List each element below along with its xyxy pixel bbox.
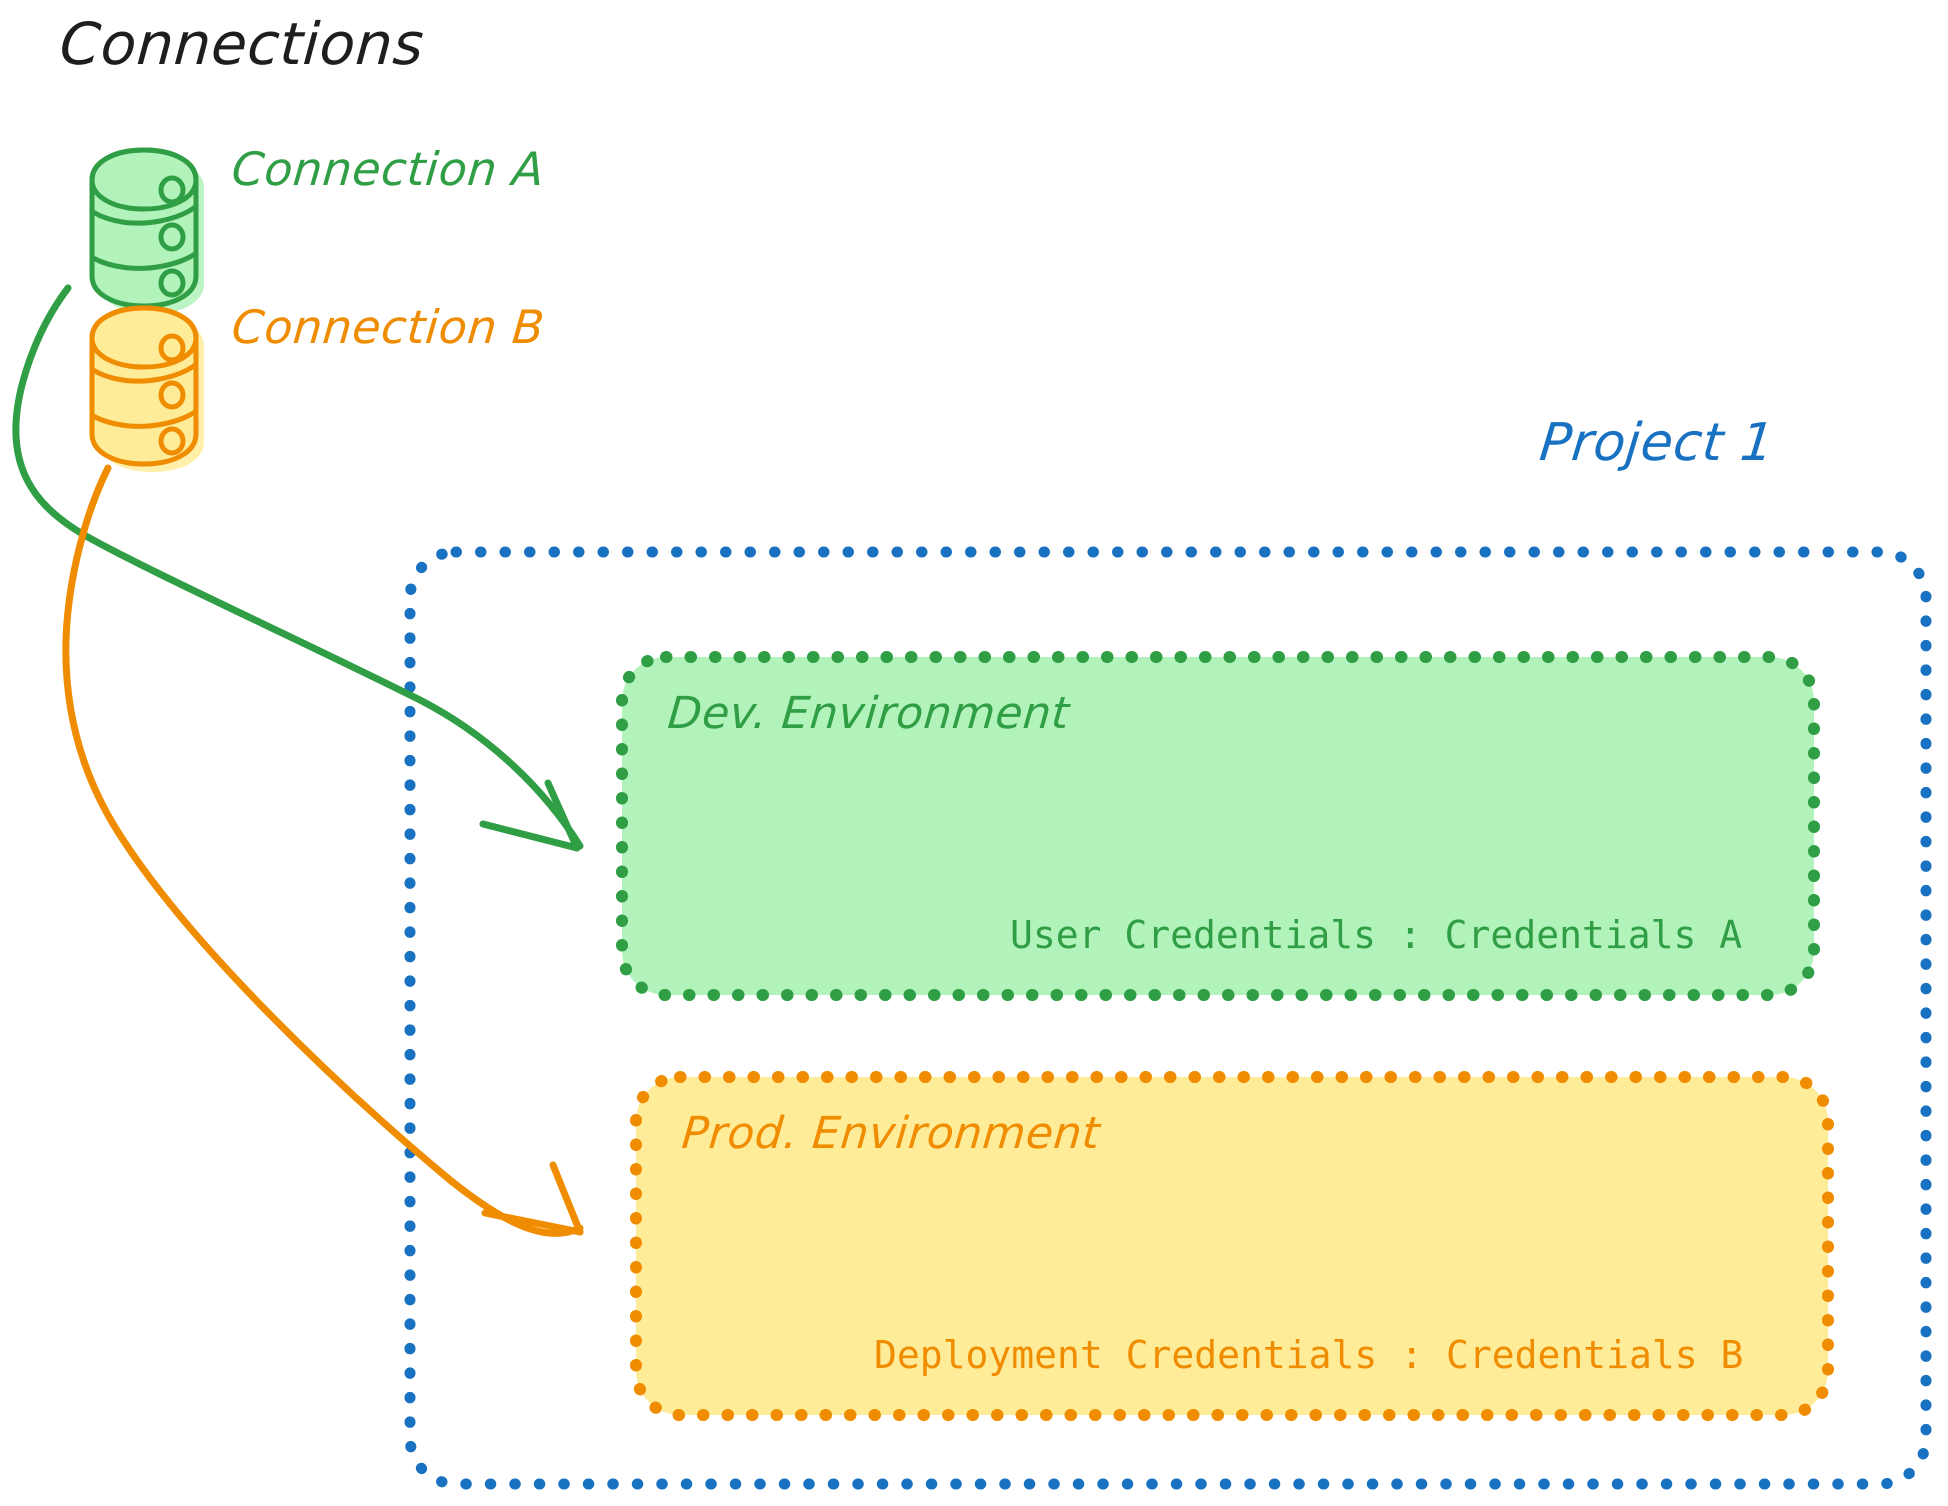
prod-environment-credentials: Deployment Credentials : Credentials B [874,1333,1744,1377]
arrow-b-head-lower [481,1209,584,1236]
connection-b-divider-2 [90,408,199,429]
connection-a-light-1 [158,175,186,205]
dev-environment-box[interactable] [616,651,1820,1001]
connection-a-label[interactable]: Connection A [229,142,547,196]
project-title: Project 1 [1536,413,1778,473]
prod-environment-box[interactable] [630,1071,1834,1421]
page-title: Connections [57,10,427,78]
connection-b-light-3 [158,426,186,456]
arrow-a-path [12,284,584,850]
prod-environment-border [630,1071,1834,1421]
arrow-a-head-lower [479,820,581,852]
connection-b-database-icon[interactable] [89,305,204,472]
dev-environment-credentials: User Credentials : Credentials A [1010,913,1743,957]
connection-a-light-3 [158,268,186,298]
arrow-b-head-upper [549,1161,584,1236]
project-border [404,546,1932,1490]
dev-environment-border [616,651,1820,1001]
connection-b-cylinder-top [89,305,199,370]
connection-a-cylinder-top [89,147,199,212]
arrow-connection-a-to-dev [12,284,584,852]
arrow-a-head-upper [544,779,581,852]
connection-b-label[interactable]: Connection B [229,300,547,354]
arrow-connection-b-to-prod [62,464,584,1237]
connection-a-database-icon[interactable] [89,147,204,314]
dev-environment-fill [622,657,1814,995]
connection-b-light-1 [158,333,186,363]
dev-environment-title: Dev. Environment [665,688,1072,739]
prod-environment-title: Prod. Environment [679,1108,1103,1159]
project-container[interactable] [404,546,1932,1490]
connection-b-light-2 [158,380,186,410]
prod-environment-fill [636,1077,1828,1415]
arrow-b-path [62,464,584,1237]
connection-a-divider-1 [90,204,198,226]
connection-b-divider-1 [90,362,198,384]
connection-a-divider-2 [90,250,199,271]
connection-a-light-2 [158,222,186,252]
